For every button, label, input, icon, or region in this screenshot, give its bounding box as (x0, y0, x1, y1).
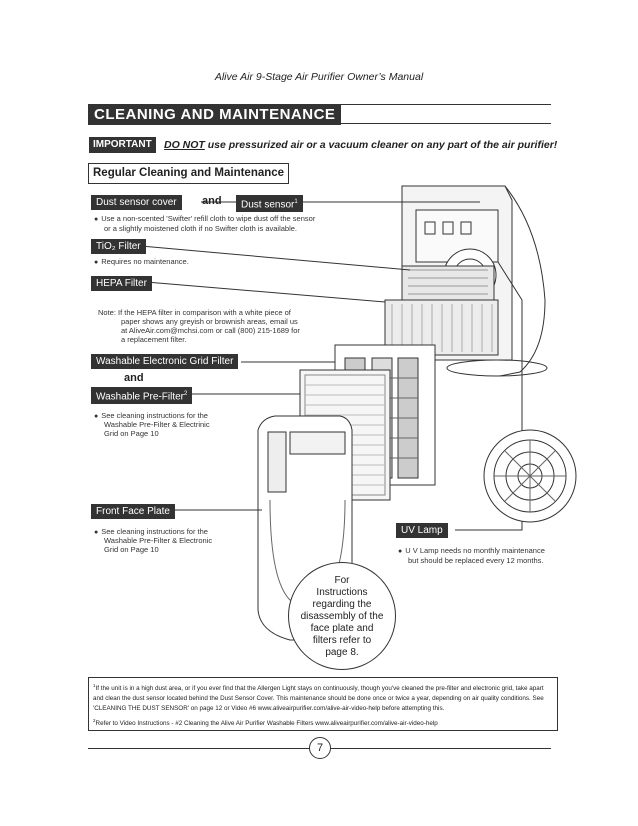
footnote-2: 2Refer to Video Instructions - #2 Cleani… (93, 716, 553, 729)
dust-sensor-label: Dust sensor1 (236, 195, 303, 212)
callout-line-7: page 8. (289, 647, 395, 659)
tio2-filter-label: TiO₂ Filter (91, 239, 146, 254)
uv-note-1: U V Lamp needs no monthly maintenance (398, 546, 545, 557)
footnotes-box: 1If the unit is in a high dust area, or … (88, 677, 558, 731)
hepa-note-4: a replacement filter. (121, 335, 186, 345)
footnote-mark-2: 2 (184, 391, 187, 397)
and-connector-2: and (124, 372, 144, 384)
page-number: 7 (309, 737, 331, 759)
dust-sensor-text: Dust sensor (241, 199, 294, 210)
callout-line-4: disassembly of the (289, 611, 395, 623)
dust-sensor-cover-label: Dust sensor cover (91, 195, 182, 210)
callout-line-5: face plate and (289, 623, 395, 635)
footnote-2-text: Refer to Video Instructions - #2 Cleanin… (96, 720, 438, 727)
washable-grid-label: Washable Electronic Grid Filter (91, 354, 238, 369)
callout-line-1: For (289, 575, 395, 587)
dust-sensor-note-1: Use a non-scented 'Swifter' refill cloth… (94, 214, 315, 225)
faceplate-note-3: Grid on Page 10 (104, 545, 159, 555)
footnote-mark-1: 1 (294, 199, 297, 205)
uv-lamp-label: UV Lamp (396, 523, 448, 538)
footnote-1-text: If the unit is in a high dust area, or i… (93, 685, 544, 712)
front-face-plate-label: Front Face Plate (91, 504, 175, 519)
callout-line-3: regarding the (289, 599, 395, 611)
tio2-note: Requires no maintenance. (94, 257, 189, 268)
washable-prefilter-text: Washable Pre-Filter (96, 391, 184, 402)
hepa-filter-label: HEPA Filter (91, 276, 152, 291)
dust-sensor-note-2: or a slightly moistened cloth if no Swif… (104, 224, 297, 234)
and-connector: and (202, 195, 222, 207)
washable-prefilter-label: Washable Pre-Filter2 (91, 387, 192, 404)
uv-note-2: but should be replaced every 12 months. (408, 556, 544, 566)
callout-line-6: filters refer to (289, 635, 395, 647)
footnote-1: 1If the unit is in a high dust area, or … (93, 681, 553, 714)
disassembly-callout: For Instructions regarding the disassemb… (288, 562, 396, 670)
prefilter-note-3: Grid on Page 10 (104, 429, 159, 439)
callout-line-2: Instructions (289, 587, 395, 599)
